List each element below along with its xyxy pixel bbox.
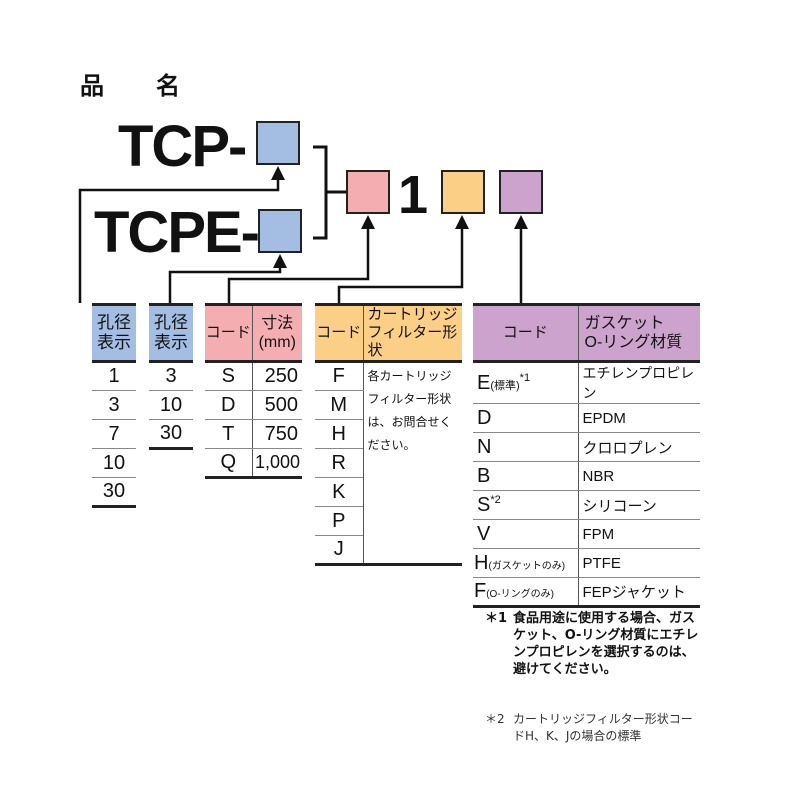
page-title: 品 名 xyxy=(80,72,194,100)
shape-note: 各カートリッジフィルター形状は、お問合せください。 xyxy=(362,361,462,566)
gasket-box xyxy=(499,170,543,214)
hole-cell: 10 xyxy=(149,390,193,420)
hole-cell: 3 xyxy=(149,361,193,391)
size-box xyxy=(346,170,390,214)
hole-cell: 7 xyxy=(92,419,136,449)
hole-cell: 30 xyxy=(92,477,136,508)
hole-box-tcp xyxy=(256,121,300,165)
footnote-2: ＊2 カートリッジフィルター形状コードH、K、Jの場合の標準 xyxy=(485,712,693,743)
hole-box-tcpe xyxy=(258,209,302,253)
shape-box xyxy=(441,170,485,214)
hole-cell: 3 xyxy=(92,390,136,420)
fixed-digit: 1 xyxy=(398,165,428,225)
hole-table-tcpe: 孔径 表示 3 10 30 xyxy=(149,303,193,450)
hole-table-tcp: 孔径 表示 1 3 7 10 30 xyxy=(92,303,136,508)
footnote-1: ＊1 食品用途に使用する場合、ガスケット、O-リング材質にエチレンプロピレンを選… xyxy=(485,611,699,677)
hole-cell: 10 xyxy=(92,448,136,478)
hole-cell: 30 xyxy=(149,419,193,450)
model-code-tcpe: TCPE- xyxy=(94,200,260,265)
model-code-tcp: TCP- xyxy=(118,114,247,179)
hole-cell: 1 xyxy=(92,361,136,391)
